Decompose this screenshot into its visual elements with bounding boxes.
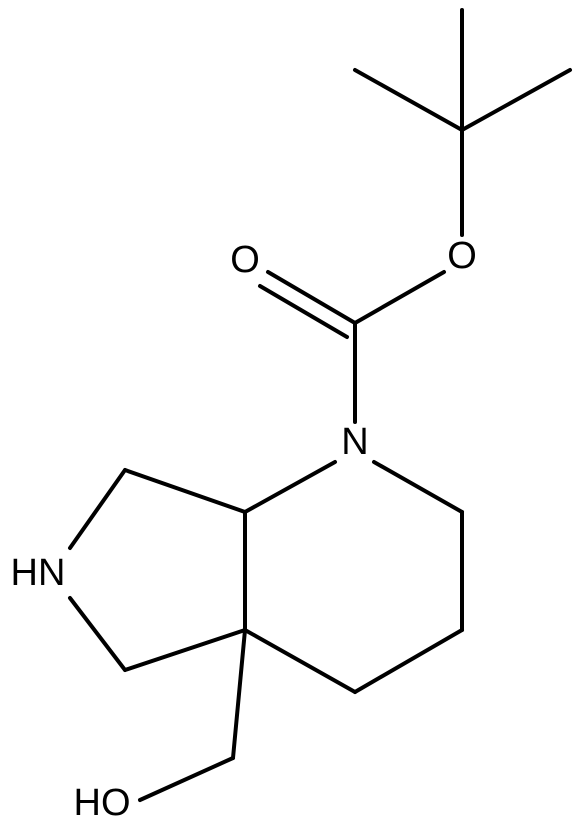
ester-oxygen-label: O [447,235,477,277]
bond-ch2-oh [138,756,235,802]
bond-c7-nh [68,468,127,550]
amine-nh-label: HN [11,552,66,594]
bond-c6-c4a [123,628,247,672]
bond-carbonyl-double-a [266,270,357,325]
bond-tbu-left [353,68,464,132]
bond-n-to-c2 [372,460,464,514]
bond-nh-c6 [68,596,127,672]
bond-ester-o-to-carbonyl [353,270,446,325]
bond-n-to-c7a [243,460,337,514]
hydroxyl-label: HO [74,782,131,824]
bond-tbu-right [460,68,572,132]
bond-c7a-c7 [123,468,247,514]
bond-c3-c4 [353,628,464,694]
bond-carbonyl-double-b [258,284,349,339]
ring-nitrogen-label: N [341,421,368,463]
bond-c4a-ch2 [231,628,247,760]
ketone-oxygen-label: O [230,239,260,281]
bond-c4-c4a [243,628,357,694]
